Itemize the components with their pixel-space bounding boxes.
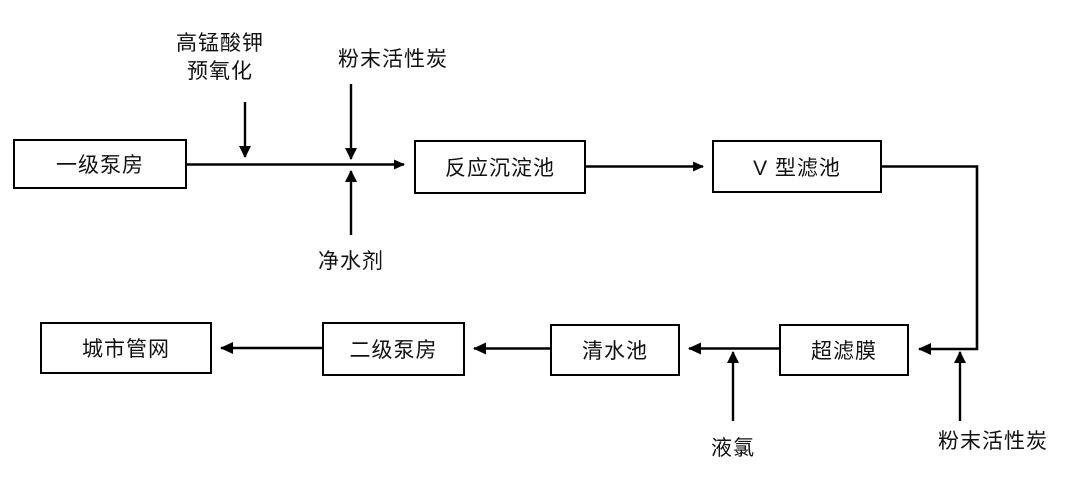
- caption-liquid-chlorine: 液氯: [700, 435, 766, 463]
- node-primary-pump-house[interactable]: 一级泵房: [13, 139, 187, 189]
- caption-powdered-activated-carbon-top: 粉末活性炭: [318, 46, 468, 74]
- node-label: 反应沉淀池: [445, 157, 555, 180]
- caption-potassium-permanganate-preoxidation: 高锰酸钾 预氧化: [160, 30, 280, 85]
- caption-line-2: 预氧化: [187, 59, 253, 83]
- node-label: V 型滤池: [753, 156, 841, 180]
- node-ultrafiltration-membrane[interactable]: 超滤膜: [779, 324, 909, 376]
- caption-line-1: 高锰酸钾: [176, 32, 264, 55]
- caption-line-1: 液氯: [711, 437, 755, 460]
- node-clear-water-tank[interactable]: 清水池: [550, 324, 680, 376]
- node-label: 清水池: [582, 340, 648, 363]
- node-v-type-filter[interactable]: V 型滤池: [712, 140, 882, 193]
- node-label: 城市管网: [82, 338, 170, 361]
- caption-line-1: 净水剂: [318, 250, 384, 273]
- node-label: 一级泵房: [56, 154, 144, 177]
- caption-powdered-activated-carbon-bottom: 粉末活性炭: [918, 428, 1068, 456]
- node-label: 二级泵房: [349, 339, 438, 362]
- caption-line-1: 粉末活性炭: [938, 430, 1048, 453]
- node-label: 超滤膜: [811, 340, 877, 363]
- caption-line-1: 粉末活性炭: [338, 48, 448, 71]
- node-municipal-pipe-network[interactable]: 城市管网: [40, 322, 212, 374]
- node-reaction-sedimentation-tank[interactable]: 反应沉淀池: [414, 140, 586, 194]
- connector-filter-to-ultrafiltration: [882, 165, 979, 355]
- caption-water-purifying-agent: 净水剂: [305, 248, 397, 276]
- node-secondary-pump-house[interactable]: 二级泵房: [322, 322, 465, 376]
